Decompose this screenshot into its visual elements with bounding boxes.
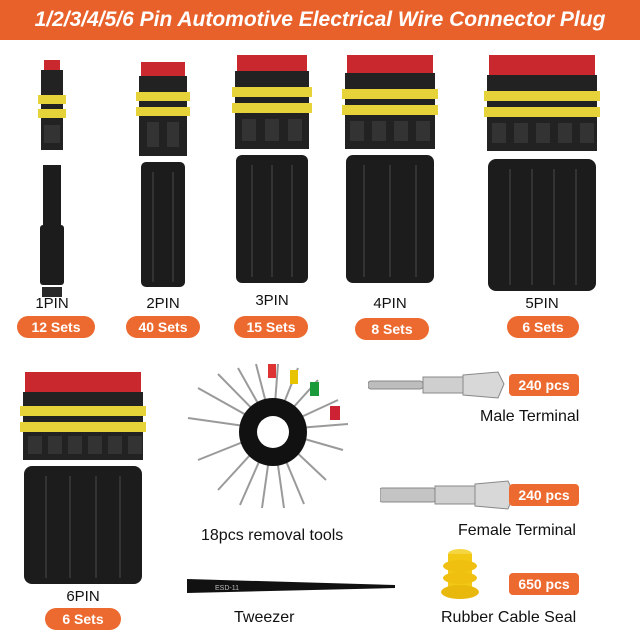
sets-badge-2pin: 40 Sets [126, 316, 200, 338]
rubber-seal-caption: Rubber Cable Seal [441, 609, 577, 626]
tweezer-marking: ESD-11 [215, 585, 239, 592]
male-terminal-caption: Male Terminal [480, 408, 580, 425]
connector-label-4pin: 4PIN [373, 295, 407, 312]
sets-badge-3pin: 15 Sets [234, 316, 308, 338]
connector-6pin-image [20, 372, 146, 584]
rubber-seal-qty-badge: 650 pcs [509, 573, 579, 595]
sets-badge-5pin: 6 Sets [507, 316, 579, 338]
male-terminal-qty-badge: 240 pcs [509, 374, 579, 396]
title-banner: 1/2/3/4/5/6 Pin Automotive Electrical Wi… [0, 0, 640, 40]
connector-5pin-image [484, 55, 600, 291]
removal-tools-image [187, 363, 349, 509]
connector-label-2pin: 2PIN [146, 295, 180, 312]
tweezer-image: ESD-11 [187, 579, 395, 593]
rubber-seal-image [441, 549, 479, 599]
connector-2pin-image [136, 62, 190, 287]
connector-label-1pin: 1PIN [35, 295, 69, 312]
removal-tools-caption: 18pcs removal tools [201, 527, 344, 544]
sets-badge-1pin: 12 Sets [17, 316, 95, 338]
connector-1pin-image [38, 60, 66, 297]
female-terminal-image [380, 480, 515, 510]
connector-4pin-image [342, 55, 438, 283]
female-terminal-caption: Female Terminal [458, 522, 576, 539]
connector-label-3pin: 3PIN [255, 292, 289, 309]
female-terminal-qty-badge: 240 pcs [509, 484, 579, 506]
tweezer-caption: Tweezer [234, 609, 295, 626]
sets-badge-4pin: 8 Sets [355, 318, 429, 340]
connector-label-6pin: 6PIN [66, 588, 100, 605]
connector-3pin-image [232, 55, 312, 283]
connector-label-5pin: 5PIN [525, 295, 559, 312]
sets-badge-6pin: 6 Sets [45, 608, 121, 630]
male-terminal-image [368, 371, 505, 399]
